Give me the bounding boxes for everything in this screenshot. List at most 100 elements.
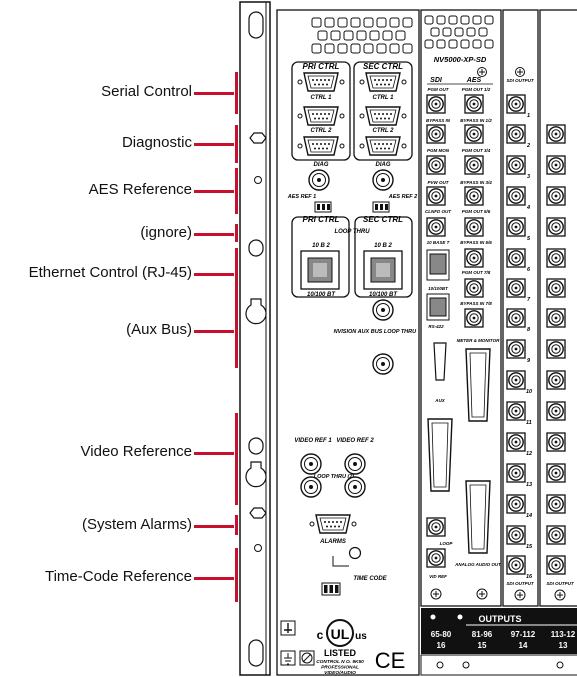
svg-text:NVISION AUX BUS: NVISION AUX BUS (334, 329, 383, 335)
rack-ear (239, 1, 271, 676)
leader-line (194, 92, 234, 95)
callout-ignore: (ignore) (0, 221, 236, 245)
leader-line (194, 143, 234, 146)
callout-aux-bus: (Aux Bus) (0, 318, 236, 342)
svg-text:LOOP THRU (2): LOOP THRU (2) (314, 474, 355, 480)
svg-text:LISTED: LISTED (324, 648, 357, 658)
bracket-time-code-reference (235, 548, 238, 602)
callout-aes-reference: AES Reference (0, 178, 236, 202)
callout-serial-control: Serial Control (0, 80, 236, 104)
svg-text:10 BASE T: 10 BASE T (427, 240, 451, 245)
svg-text:81-96: 81-96 (472, 630, 493, 639)
svg-text:AES REF 1: AES REF 1 (287, 194, 316, 200)
svg-text:us: us (355, 631, 367, 642)
svg-text:10/100 BT: 10/100 BT (307, 292, 336, 298)
callout-ethernet-control: Ethernet Control (RJ-45) (0, 261, 236, 285)
svg-text:10/100BT: 10/100BT (428, 286, 449, 291)
svg-text:BYPASS IN 7/8: BYPASS IN 7/8 (460, 301, 492, 306)
svg-text:7: 7 (527, 297, 531, 303)
svg-text:CONTROL N O. 9K50: CONTROL N O. 9K50 (316, 659, 364, 665)
leader-line (194, 525, 234, 528)
svg-text:5: 5 (527, 236, 531, 242)
ground-icon (280, 620, 315, 666)
leader-line (194, 330, 234, 333)
svg-text:RS-422: RS-422 (428, 324, 444, 329)
svg-text:NV5000-XP-SD: NV5000-XP-SD (434, 55, 487, 64)
callout-system-alarms: (System Alarms) (0, 513, 236, 537)
callout-diagnostic: Diagnostic (0, 131, 236, 155)
outputs-banner (421, 608, 577, 654)
svg-text:PGM OUT 3/4: PGM OUT 3/4 (462, 148, 491, 153)
svg-text:10 B 2: 10 B 2 (374, 243, 392, 249)
ul-listed-logo (326, 619, 354, 647)
svg-text:SDI OUTPUT: SDI OUTPUT (506, 581, 535, 586)
svg-text:c: c (317, 628, 324, 642)
callout-time-code-reference: Time-Code Reference (0, 565, 236, 589)
svg-text:SDI OUTPUT: SDI OUTPUT (506, 78, 535, 83)
svg-text:13: 13 (526, 482, 532, 488)
svg-text:CLNFD OUT: CLNFD OUT (425, 209, 452, 214)
callout-video-reference: Video Reference (0, 440, 236, 464)
svg-text:6: 6 (527, 267, 531, 273)
svg-text:PGM MON: PGM MON (427, 148, 450, 153)
svg-text:SDI: SDI (430, 77, 443, 84)
svg-text:BYPASS IN 3/4: BYPASS IN 3/4 (460, 180, 492, 185)
rj45-sec (363, 250, 403, 290)
ce-mark-logo: CE (375, 648, 406, 673)
aes-ref-2-bnc (372, 169, 394, 191)
svg-text:SEC CTRL: SEC CTRL (363, 215, 403, 224)
svg-text:PROFESSIONAL: PROFESSIONAL (321, 665, 359, 671)
svg-text:12: 12 (526, 451, 532, 457)
svg-text:LOOP: LOOP (440, 541, 454, 546)
aux-bus-bnc-2 (372, 353, 394, 375)
svg-text:AES: AES (466, 77, 482, 84)
svg-text:VIDEO REF 1: VIDEO REF 1 (294, 438, 332, 444)
svg-text:TIME CODE: TIME CODE (353, 576, 387, 582)
svg-text:15: 15 (478, 641, 487, 650)
svg-text:ANALOG AUDIO OUT: ANALOG AUDIO OUT (454, 562, 502, 567)
svg-text:10 B 2: 10 B 2 (312, 243, 330, 249)
aux-bus-bnc-1 (372, 299, 394, 321)
rj45-pri (300, 250, 340, 290)
leader-line (194, 190, 234, 193)
svg-text:97-112: 97-112 (511, 630, 536, 639)
svg-text:113-12: 113-12 (551, 630, 576, 639)
svg-text:METER & MONITOR: METER & MONITOR (457, 338, 500, 343)
pri-ctrl-label: PRI CTRL (303, 62, 340, 71)
svg-text:VIDEO/AUDIO: VIDEO/AUDIO (324, 670, 356, 676)
svg-text:10/100 BT: 10/100 BT (369, 292, 398, 298)
bracket-aes-reference (235, 168, 238, 214)
bracket-system-alarms (235, 515, 238, 535)
bracket-diagnostic (235, 125, 238, 163)
rear-panel-drawing: PRI CTRL SEC CTRL CTRL 1 CTRL 1 CTRL 2 C… (239, 1, 577, 676)
svg-text:4: 4 (526, 205, 530, 211)
leader-line (194, 233, 234, 236)
svg-text:11: 11 (526, 420, 532, 426)
svg-text:16: 16 (526, 574, 533, 580)
svg-text:LOOP THRU: LOOP THRU (384, 329, 417, 335)
svg-text:ALARMS: ALARMS (319, 539, 346, 545)
svg-text:PGM OUT 1/2: PGM OUT 1/2 (462, 87, 491, 92)
svg-text:OUTPUTS: OUTPUTS (478, 614, 521, 624)
bracket-serial-control (235, 72, 238, 114)
svg-text:CTRL 1: CTRL 1 (311, 95, 333, 101)
svg-text:DIAG: DIAG (376, 162, 391, 168)
svg-text:PGM OUT 5/6: PGM OUT 5/6 (462, 209, 491, 214)
leader-line (194, 452, 234, 455)
svg-text:PVW OUT: PVW OUT (428, 180, 450, 185)
svg-text:2: 2 (526, 143, 530, 149)
svg-text:UL: UL (331, 626, 350, 642)
svg-text:14: 14 (519, 641, 528, 650)
svg-text:8: 8 (527, 327, 531, 333)
svg-text:DIAG: DIAG (314, 162, 329, 168)
svg-text:65-80: 65-80 (431, 630, 452, 639)
svg-text:AUX: AUX (434, 398, 445, 403)
bracket-video-reference (235, 413, 238, 505)
svg-text:13: 13 (559, 641, 568, 650)
svg-text:9: 9 (527, 358, 531, 364)
bracket-ethernet-control (235, 248, 238, 298)
leader-line (194, 577, 234, 580)
video-ref-2-bnc (344, 453, 366, 475)
aes-ref-1-bnc (308, 169, 330, 191)
